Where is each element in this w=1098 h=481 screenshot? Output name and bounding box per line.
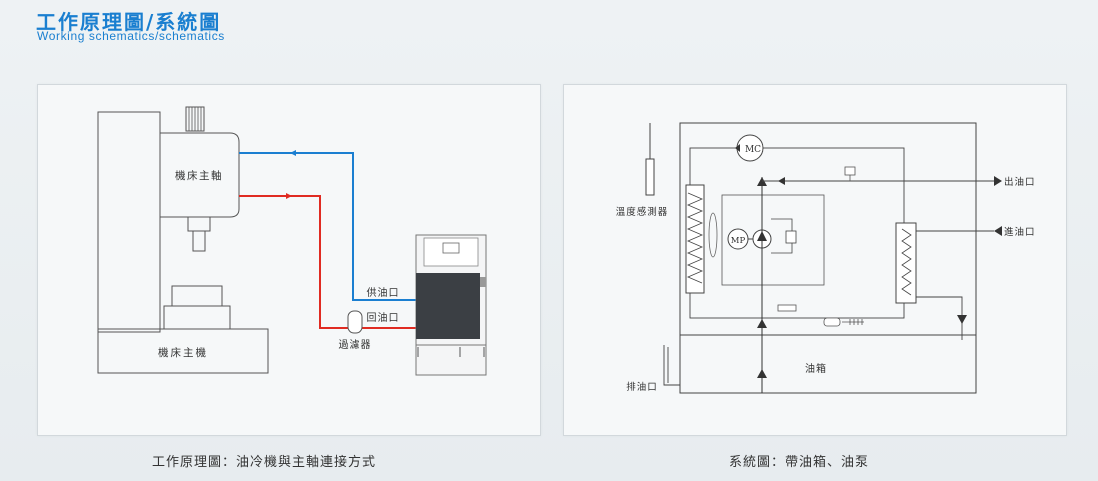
- filter-label: 過濾器: [339, 338, 372, 351]
- working-principle-diagram: 機床主機 機床主軸 供油口 回油口 過濾器: [97, 106, 487, 376]
- evaporator-coil: [901, 228, 912, 296]
- compressor-arrow: [735, 144, 740, 152]
- outlet-label: 出油口: [1004, 176, 1036, 188]
- temp-sensor-label: 溫度感測器: [616, 206, 669, 218]
- working-principle-panel: 機床主機 機床主軸 供油口 回油口 過濾器: [37, 84, 541, 436]
- spindle-head: [159, 132, 240, 218]
- outlet-arrow: [994, 176, 1002, 186]
- dryer-filter: [777, 304, 797, 312]
- spindle-label: 機床主軸: [175, 169, 223, 182]
- drain-label: 排油口: [626, 381, 658, 393]
- working-principle-caption: 工作原理圖：油冷機與主軸連接方式: [152, 455, 377, 470]
- drain-pipe: [663, 345, 680, 386]
- return-port-label: 回油口: [367, 311, 400, 324]
- system-caption: 系統圖：帶油箱、油泵: [729, 455, 870, 470]
- evaporator: [895, 222, 917, 304]
- system-diagram: 油箱 MC MP 出油口: [616, 122, 1036, 394]
- inlet-label: 進油口: [1004, 226, 1036, 238]
- motor-fins: [188, 107, 202, 131]
- return-line: [239, 195, 416, 329]
- pump-module: [721, 194, 825, 286]
- relief-valve: [785, 230, 797, 244]
- return-arrow: [286, 193, 292, 199]
- oil-chiller-unit: [415, 234, 487, 376]
- sight-glass: [823, 317, 841, 327]
- outlet-sensor: [844, 166, 856, 176]
- spindle-nose: [187, 216, 211, 232]
- supply-arrow: [290, 150, 296, 156]
- motor-compressor-label: MC: [745, 145, 761, 155]
- condenser-coil: [686, 192, 704, 284]
- machine-label: 機床主機: [158, 346, 208, 359]
- system-frame: [679, 122, 977, 394]
- inlet-arrow: [994, 226, 1002, 236]
- capillary: [849, 319, 863, 325]
- machine-column: [97, 111, 161, 333]
- page-subtitle: Working schematics/schematics: [37, 29, 225, 43]
- page-title: 工作原理圖/系統圖: [36, 10, 222, 34]
- fan-icon: [708, 212, 718, 258]
- temperature-sensor: [645, 158, 655, 196]
- supply-port-label: 供油口: [367, 286, 400, 299]
- tank-label: 油箱: [805, 362, 827, 375]
- system-panel: 油箱 MC MP 出油口: [563, 84, 1067, 436]
- motor-pump-label: MP: [731, 236, 746, 246]
- worktable: [163, 305, 231, 330]
- workpiece: [171, 285, 223, 307]
- spindle-tool: [192, 230, 206, 252]
- filter: [347, 310, 363, 334]
- supply-line: [239, 152, 416, 301]
